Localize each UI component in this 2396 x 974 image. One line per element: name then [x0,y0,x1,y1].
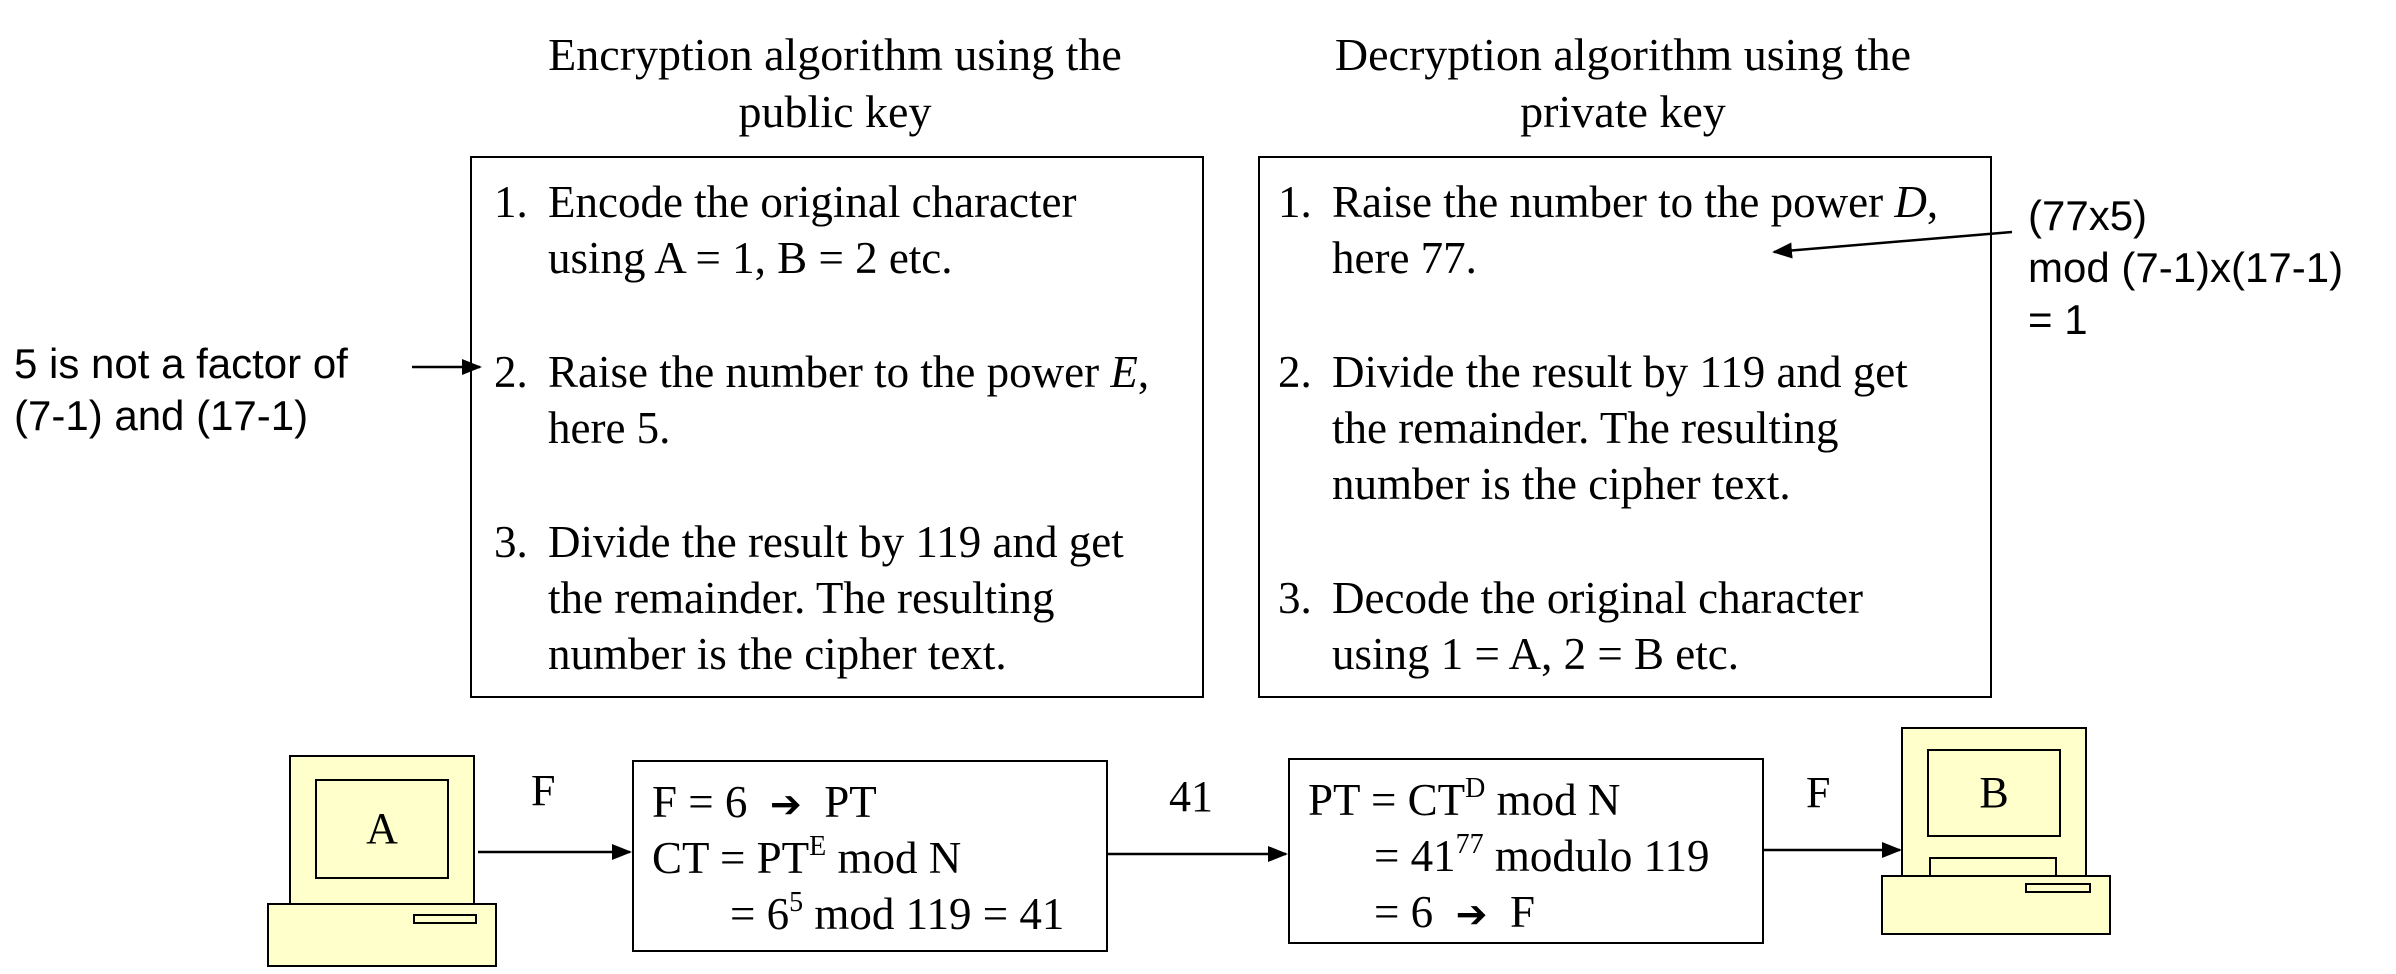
exponent-variable: D [1894,177,1927,227]
encryption-heading: Encryption algorithm using the public ke… [470,26,1200,140]
arrow-label-41: 41 [1169,772,1213,821]
encryption-heading-line1: Encryption algorithm using the [548,29,1122,80]
step-number: 3. [1278,573,1312,623]
enc-eq-line-1: F = 6 ➔ PT [652,777,877,827]
step-line: the remainder. The resulting [1332,403,1839,453]
enc-eq-line-3: = 65 mod 119 = 41 [730,887,1065,940]
decryption-step-2: 2. Divide the result by 119 and get the … [1278,344,1908,512]
right-arrow-icon: ➔ [769,782,802,826]
step-line: Encode the original character [548,177,1077,227]
decryption-heading-line1: Decryption algorithm using the [1334,29,1912,80]
step-line: here 77. [1332,233,1477,283]
dec-eq-line-1: PT = CTD mod N [1308,773,1621,826]
step-line: using 1 = A, 2 = B etc. [1332,629,1739,679]
dec-eq-line-2: = 4177 modulo 119 [1374,829,1710,882]
left-note-line: (7-1) and (17-1) [14,392,309,439]
computer-a-icon [267,755,497,967]
decryption-step-1: 1. Raise the number to the power D, here… [1278,174,1938,286]
encryption-computation-box: F = 6 ➔ PT CT = PTE mod N = 65 mod 119 =… [632,760,1108,952]
step-number: 3. [494,517,528,567]
step-line: Divide the result by 119 and get [1332,347,1908,397]
step-number: 2. [1278,347,1312,397]
computer-b-label: B [1979,768,2009,817]
decryption-heading: Decryption algorithm using the private k… [1258,26,1988,140]
step-line: Divide the result by 119 and get [548,517,1124,567]
computer-a-label: A [366,804,398,853]
decryption-heading-line2: private key [1520,86,1726,137]
step-number: 1. [1278,177,1312,227]
right-note: (77x5) mod (7-1)x(17-1) = 1 [2028,190,2343,346]
arrow-label-f-2: F [1806,768,1831,817]
left-note-line: 5 is not a factor of [14,340,348,387]
encryption-step-2: 2. Raise the number to the power E, here… [494,344,1149,456]
step-line: here 5. [548,403,671,453]
step-line: Decode the original character [1332,573,1863,623]
encryption-step-3: 3. Divide the result by 119 and get the … [494,514,1124,682]
right-note-arrow [1772,230,2013,259]
step-line: number is the cipher text. [548,629,1007,679]
arrow-label-f-1: F [531,766,556,815]
decryption-computation-box: PT = CTD mod N = 4177 modulo 119 = 6 ➔ F [1288,758,1764,944]
encryption-step-1: 1. Encode the original character using A… [494,174,1076,286]
step-line: using A = 1, B = 2 etc. [548,233,953,283]
right-note-line: mod (7-1)x(17-1) [2028,244,2344,291]
right-arrow-icon: ➔ [1455,892,1488,936]
exponent-variable: E [1110,347,1138,397]
step-number: 1. [494,177,528,227]
encryption-heading-line2: public key [738,86,932,137]
decryption-steps-box: 1. Raise the number to the power D, here… [1258,156,1992,698]
step-line: the remainder. The resulting [548,573,1055,623]
step-line: Raise the number to the power E, [548,347,1150,397]
right-note-line: = 1 [2028,296,2088,343]
computer-b-icon [1881,727,2111,935]
dec-eq-line-3: = 6 ➔ F [1374,887,1536,937]
step-number: 2. [494,347,528,397]
right-note-line: (77x5) [2028,192,2148,239]
encryption-steps-box: 1. Encode the original character using A… [470,156,1204,698]
step-line: Raise the number to the power D, [1332,177,1939,227]
enc-eq-line-2: CT = PTE mod N [652,831,962,884]
decryption-step-3: 3. Decode the original character using 1… [1278,570,1863,682]
step-line: number is the cipher text. [1332,459,1791,509]
left-note: 5 is not a factor of (7-1) and (17-1) [14,338,348,442]
